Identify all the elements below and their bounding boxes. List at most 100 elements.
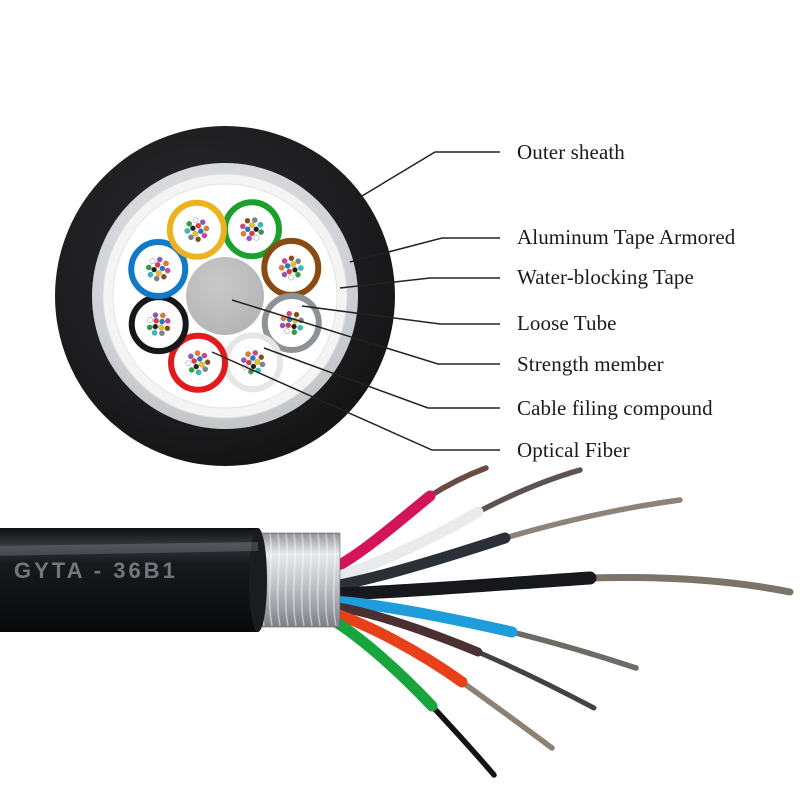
fanned-tube-blue-fiber-tail [509, 629, 639, 671]
armor-texture-line [268, 533, 273, 627]
jacket-marking: GYTA - 36B1 [14, 558, 178, 583]
optical-fiber-dot [295, 271, 301, 278]
optical-fiber-dot [152, 312, 159, 318]
fanned-tube-red-body [324, 606, 468, 688]
optical-fiber-dot [298, 265, 304, 271]
optical-fiber-dot [186, 221, 193, 227]
loose-tube-red-wall [168, 332, 229, 393]
armor-texture-line [300, 533, 305, 627]
optical-fiber-dot [159, 265, 166, 272]
optical-fiber-dot [201, 232, 208, 239]
callout-strength-member: Strength member [517, 352, 664, 376]
callout-cable-filling-compound-leader [263, 347, 500, 409]
optical-fiber-dot [292, 267, 298, 273]
optical-fiber-dot [251, 217, 258, 223]
fanned-tube-black-fiber-tail [586, 574, 794, 596]
fanned-tube-green-fiber-tail [429, 703, 497, 778]
optical-fiber-dot [164, 318, 171, 324]
optical-fiber-dot [257, 221, 264, 228]
loose-tube-blue-wall [128, 239, 189, 300]
optical-fiber-dot [246, 235, 252, 242]
optical-fiber-dot [254, 359, 261, 365]
armor-texture-line [308, 533, 313, 627]
callout-optical-fiber: Optical Fiber [517, 438, 630, 462]
optical-fiber-dot [188, 234, 194, 241]
optical-fiber-dot [288, 274, 294, 281]
optical-fiber-dot [156, 270, 162, 277]
jacket-cut-end [249, 528, 267, 632]
callout-outer-sheath: Outer sheath [517, 140, 625, 164]
fanned-tube-blue [327, 595, 639, 671]
optical-fiber-dot [147, 271, 154, 278]
loose-tube-red [168, 332, 229, 393]
loose-tube-gray-wall [261, 292, 322, 353]
optical-fiber-dot [201, 352, 208, 359]
optical-fiber-dot [195, 369, 202, 376]
optical-fiber-dot [244, 217, 251, 224]
optical-fiber-dot [250, 355, 256, 361]
optical-fiber-dot [286, 268, 293, 275]
optical-fiber-dot [194, 350, 201, 356]
optical-fiber-dot [253, 234, 260, 241]
optical-fiber-dot [188, 367, 195, 373]
fanned-tube-maroon-body [327, 601, 483, 657]
optical-fiber-dot [253, 226, 259, 233]
optical-fiber-dot [164, 325, 171, 332]
cable-photo-group: GYTA - 36B1 [0, 465, 794, 778]
optical-fiber-dot [288, 255, 295, 262]
fanned-tube-white-body [326, 506, 484, 584]
optical-fiber-dot [291, 323, 297, 330]
optical-fiber-bundle [185, 350, 211, 376]
strength-member [186, 257, 264, 335]
optical-fiber-dot [164, 267, 171, 274]
optical-fiber-dot [192, 230, 199, 237]
optical-fiber-dot [249, 230, 255, 237]
optical-fiber-dot [278, 264, 285, 271]
optical-fiber-dot [290, 261, 297, 268]
optical-fiber-dot [151, 329, 158, 336]
fanned-tube-blue-body [327, 595, 518, 638]
armor-texture-line [276, 533, 281, 627]
armor-texture-line [324, 533, 329, 627]
optical-fiber-bundle [146, 312, 171, 337]
optical-fiber-dot [193, 363, 200, 370]
optical-fiber-dot [240, 357, 247, 363]
optical-fiber-dot [184, 228, 191, 234]
optical-fiber-dot [149, 258, 156, 265]
optical-fiber-dot [202, 366, 209, 372]
callout-loose-tube: Loose Tube [517, 311, 617, 335]
fanned-tube-darkgray-body [328, 532, 511, 592]
optical-fiber-dot [188, 353, 194, 360]
loose-tube-green [221, 199, 282, 260]
optical-fiber-dot [152, 323, 159, 330]
optical-fiber-dot [156, 256, 163, 263]
optical-fiber-dot [145, 264, 152, 271]
optical-fiber-dot [246, 359, 252, 366]
armor-texture-line [332, 533, 337, 627]
optical-fiber-dot [195, 222, 202, 229]
optical-fiber-dot [258, 354, 265, 361]
optical-fiber-dot [286, 310, 293, 317]
optical-fiber-dot [192, 217, 199, 224]
optical-fiber-dot [191, 358, 198, 364]
callout-optical-fiber-leader [211, 351, 500, 451]
jacket-highlight [0, 542, 258, 556]
optical-fiber-dot [146, 324, 153, 331]
optical-fiber-dot [204, 359, 211, 366]
callout-cable-filling-compound: Cable filing compound [517, 396, 713, 420]
armor-texture-line [316, 533, 321, 627]
cross-section-group [55, 126, 395, 466]
optical-fiber-dot [279, 322, 286, 329]
optical-fiber-dot [199, 219, 206, 225]
optical-fiber-dot [190, 225, 196, 232]
loose-tube-orange-wall [166, 199, 227, 260]
fanned-tube-black [327, 571, 794, 601]
fanned-tube-white [326, 467, 583, 584]
optical-fiber-dot [281, 271, 288, 278]
optical-fiber-dot [284, 263, 291, 269]
loose-tube-blue [128, 239, 189, 300]
fanned-tube-red [324, 606, 555, 751]
armor-texture-line [292, 533, 297, 627]
